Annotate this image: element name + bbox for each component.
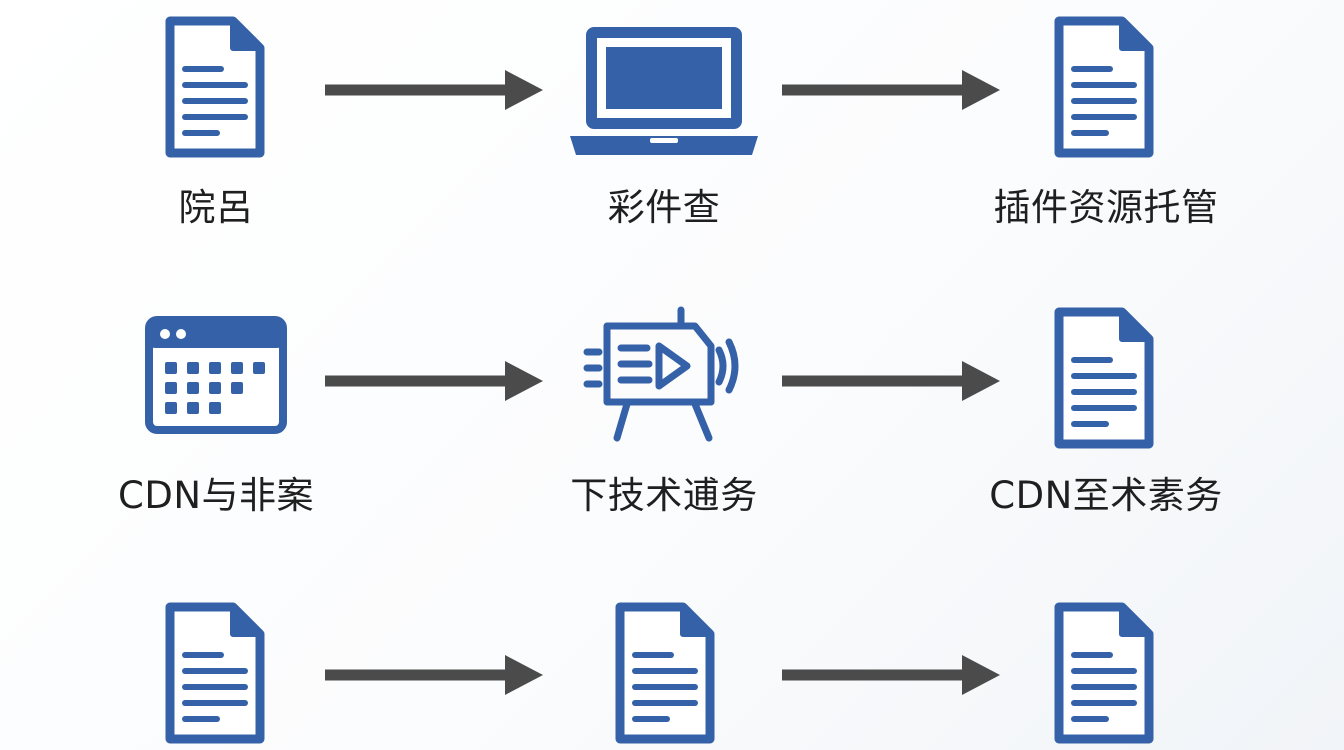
calendar-window-icon [145, 316, 287, 434]
document-icon [615, 602, 715, 744]
document-icon [1054, 602, 1154, 744]
document-icon [165, 16, 265, 158]
flow-arrow [325, 359, 545, 403]
flow-node-label: 下技术逋务 [570, 474, 758, 517]
document-icon [165, 602, 265, 744]
flow-node-r2-c3 [1052, 305, 1156, 451]
flow-arrow [782, 653, 1002, 697]
right-arrow-icon [782, 70, 1000, 110]
flow-node-r3-c2 [613, 600, 717, 746]
flow-node-label: 院呂 [178, 186, 254, 229]
right-arrow-icon [325, 361, 543, 401]
flow-arrow [325, 68, 545, 112]
flow-node-r1-c3 [1052, 14, 1156, 160]
document-icon [1054, 16, 1154, 158]
flow-arrow [782, 68, 1002, 112]
flow-node-r2-c2 [583, 306, 743, 446]
right-arrow-icon [325, 70, 543, 110]
flow-node-r1-c1 [163, 14, 267, 160]
flow-arrow [782, 359, 1002, 403]
laptop-icon [570, 27, 758, 155]
right-arrow-icon [782, 655, 1000, 695]
flow-node-r2-c1 [145, 316, 287, 434]
flow-node-label: CDN与非案 [117, 474, 315, 517]
flow-node-label: 彩件查 [607, 186, 721, 229]
flow-node-r3-c3 [1052, 600, 1156, 746]
flow-node-r1-c2 [566, 22, 762, 160]
flow-node-label: 插件资源托管 [993, 186, 1219, 229]
right-arrow-icon [325, 655, 543, 695]
flow-arrow [325, 653, 545, 697]
right-arrow-icon [782, 361, 1000, 401]
flow-node-label: CDN至术素务 [989, 474, 1223, 517]
document-icon [1054, 307, 1154, 449]
video-projector-icon [583, 306, 739, 442]
flow-node-r3-c1 [163, 600, 267, 746]
